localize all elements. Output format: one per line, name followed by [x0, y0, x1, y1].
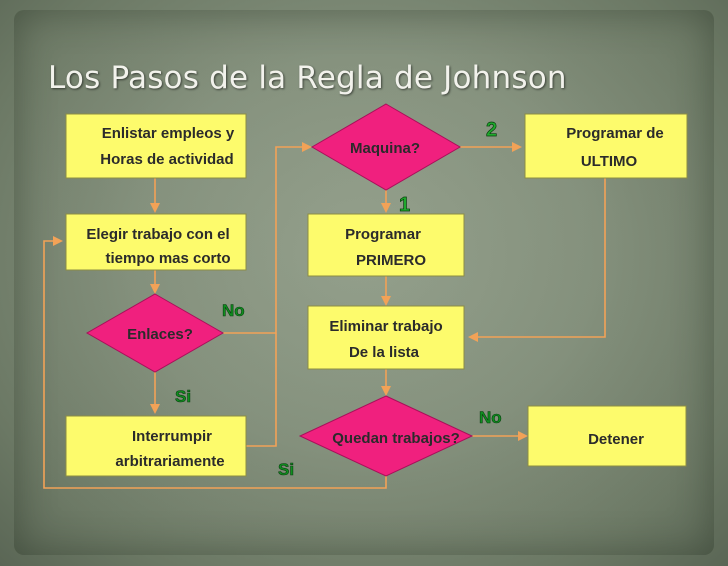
programar-primero-line1: Programar — [345, 226, 421, 243]
arrowhead — [381, 386, 391, 396]
connectors — [43, 142, 606, 489]
programar-primero-box — [307, 213, 465, 277]
arrowhead — [53, 236, 63, 246]
connector-enlaces-no-maquina — [223, 146, 303, 334]
arrowhead — [150, 284, 160, 294]
enlaces-si-label: Si — [175, 387, 191, 406]
enlistar-box — [65, 113, 247, 179]
arrowhead — [468, 332, 478, 342]
elegir-line1: Elegir trabajo con el — [86, 226, 229, 243]
arrowhead — [381, 296, 391, 306]
arrowhead — [381, 203, 391, 213]
detener-label: Detener — [588, 431, 644, 448]
interrumpir-line2: arbitrariamente — [115, 453, 224, 470]
maquina-2-label: 2 — [486, 119, 497, 141]
maquina-1-label: 1 — [399, 194, 410, 216]
enlaces-label: Enlaces? — [127, 326, 193, 343]
arrowhead — [512, 142, 522, 152]
eliminar-line2: De la lista — [349, 344, 420, 361]
programar-ultimo-line1: Programar de — [566, 125, 664, 142]
programar-ultimo-line2: ULTIMO — [581, 153, 638, 170]
connector-quedan-si-elegir — [43, 240, 387, 489]
maquina-diamond — [311, 103, 461, 191]
connector-ultimo-eliminar — [477, 178, 606, 338]
arrowhead — [150, 203, 160, 213]
interrumpir-box — [65, 415, 247, 477]
detener-box — [527, 405, 687, 467]
programar-primero-line2: PRIMERO — [356, 252, 426, 269]
enlaces-diamond — [85, 293, 225, 373]
arrowhead — [518, 431, 528, 441]
eliminar-box — [307, 305, 465, 370]
slide-title: Los Pasos de la Regla de Johnson — [48, 60, 567, 96]
interrumpir-line1: Interrumpir — [132, 428, 212, 445]
elegir-line2: tiempo mas corto — [105, 250, 230, 267]
quedan-no-label: No — [479, 408, 502, 427]
enlistar-line2: Horas de actividad — [100, 151, 233, 168]
enlistar-line1: Enlistar empleos y — [102, 125, 235, 142]
elegir-box — [65, 213, 247, 271]
arrowhead — [150, 404, 160, 414]
connector-interrumpir-maquina — [245, 333, 277, 447]
quedan-label: Quedan trabajos? — [332, 430, 460, 447]
quedan-diamond — [298, 395, 474, 477]
programar-ultimo-box — [524, 113, 688, 179]
arrowhead — [302, 142, 312, 152]
quedan-si-label: Si — [278, 460, 294, 479]
enlaces-no-label: No — [222, 301, 245, 320]
eliminar-line1: Eliminar trabajo — [329, 318, 442, 335]
maquina-label: Maquina? — [350, 140, 420, 157]
